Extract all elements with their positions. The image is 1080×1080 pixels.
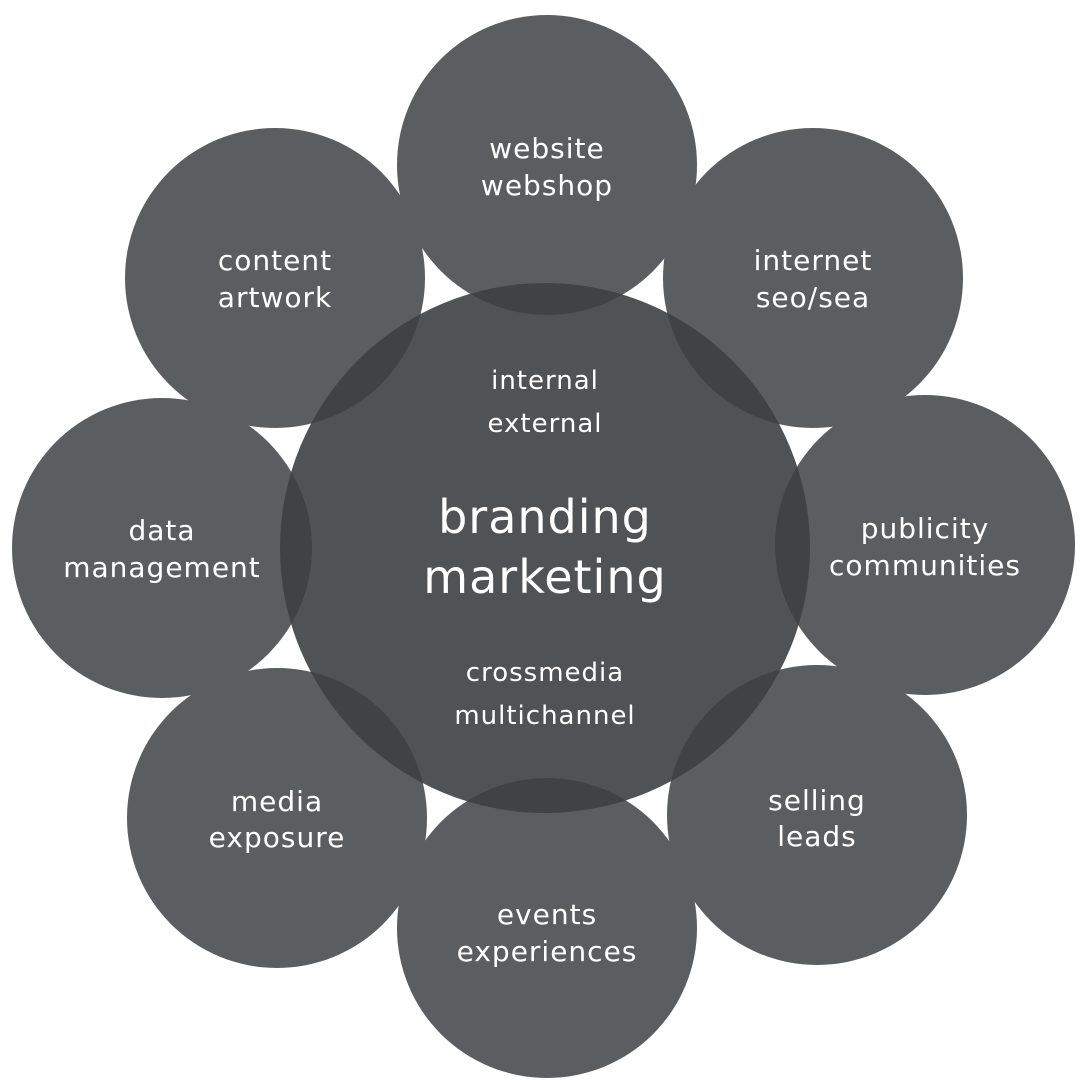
petal-circle-internet-seo-sea — [663, 128, 963, 428]
center-title-line-2: marketing — [423, 550, 666, 604]
petal-label-seo-sea: seo/sea — [756, 281, 870, 314]
center-bottom-line-1: crossmedia — [466, 658, 624, 688]
petal-labels: website webshop internet seo/sea publici… — [63, 132, 1021, 968]
petal-circle-selling-leads — [667, 665, 967, 965]
petal-circle-media-exposure — [127, 668, 427, 968]
petal-circle-content-artwork — [125, 128, 425, 428]
petal-label-selling: selling — [768, 784, 866, 817]
petal-label-leads: leads — [777, 820, 857, 853]
center-circle — [280, 283, 810, 813]
petal-label-publicity: publicity — [861, 512, 990, 545]
petal-circle-events-experiences — [397, 778, 697, 1078]
petal-label-exposure: exposure — [209, 821, 346, 854]
center-title-line-1: branding — [438, 490, 652, 544]
petal-label-management: management — [63, 551, 261, 584]
center-top-line-1: internal — [491, 366, 599, 396]
petal-label-data: data — [128, 514, 195, 547]
petal-circle-data-management — [12, 398, 312, 698]
petal-label-communities: communities — [829, 549, 1021, 582]
petal-label-experiences: experiences — [457, 935, 638, 968]
center-bottom-line-2: multichannel — [454, 701, 635, 731]
petal-label-content: content — [218, 244, 332, 277]
petal-label-internet: internet — [754, 244, 873, 277]
petal-circle-website-webshop — [397, 15, 697, 315]
petal-label-artwork: artwork — [218, 281, 332, 314]
petal-circle-publicity-communities — [775, 395, 1075, 695]
petal-label-website: website — [489, 132, 604, 165]
petal-label-media: media — [231, 785, 323, 818]
center-labels: internal external branding marketing cro… — [423, 366, 666, 731]
petal-label-webshop: webshop — [481, 169, 613, 202]
petal-circles — [12, 15, 1075, 1078]
center-top-line-2: external — [488, 409, 603, 439]
petal-label-events: events — [497, 898, 597, 931]
